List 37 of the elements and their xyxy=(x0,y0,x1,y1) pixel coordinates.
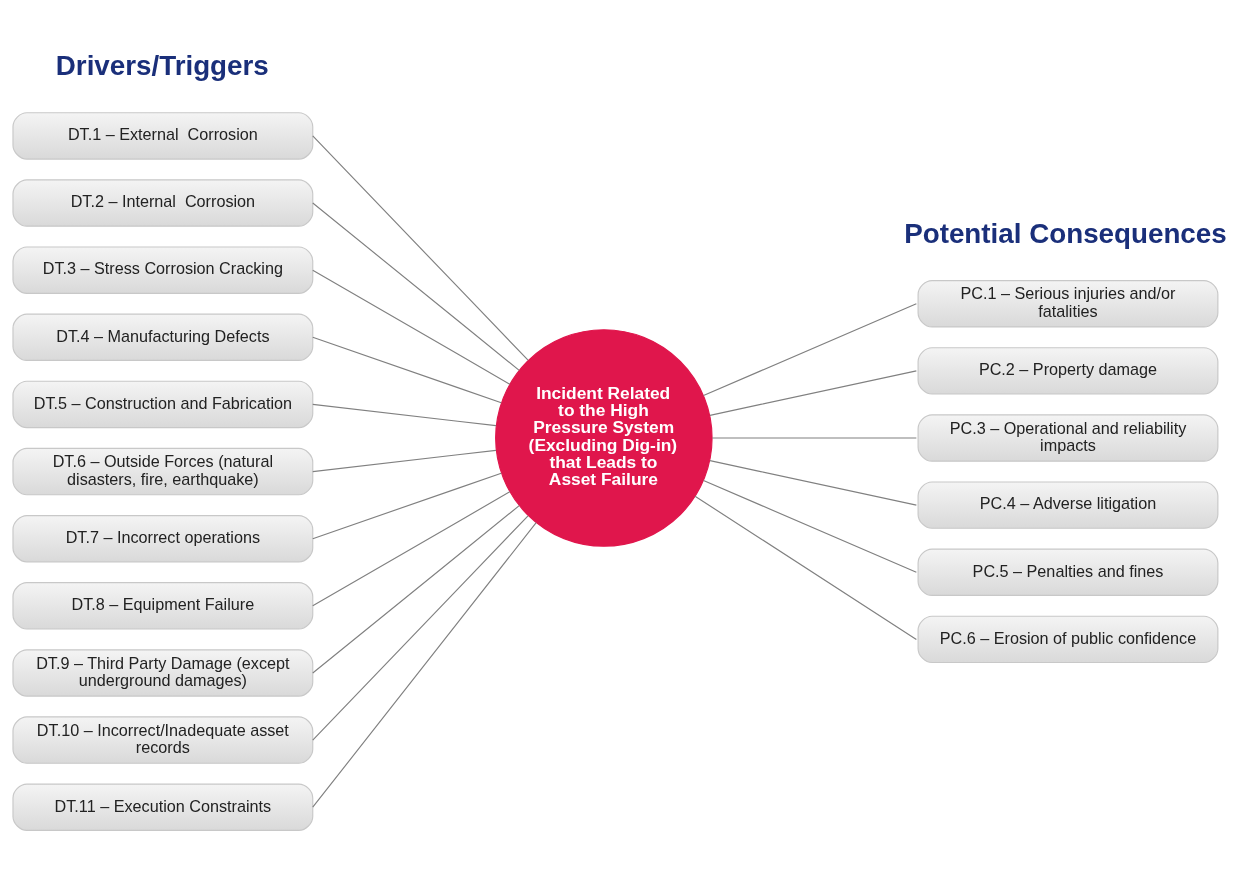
connector xyxy=(312,336,502,403)
connector xyxy=(694,495,917,640)
connector xyxy=(709,459,917,506)
connector xyxy=(312,134,529,361)
node-box: DT.10 – Incorrect/Inadequate asset records xyxy=(12,715,314,764)
node-box: PC.3 – Operational and reliability impacts xyxy=(917,413,1219,462)
node-box: DT.4 – Manufacturing Defects xyxy=(12,313,314,361)
connector xyxy=(312,201,520,371)
connector xyxy=(312,514,529,741)
connector xyxy=(711,436,917,439)
node-box: DT.6 – Outside Forces (natural disasters, fire, earthquake) xyxy=(12,447,314,495)
connector xyxy=(709,369,917,416)
node-box: PC.5 – Penalties and fines xyxy=(917,548,1219,596)
connector xyxy=(702,302,917,396)
label: Drivers/Triggers xyxy=(55,49,269,81)
node-box: DT.11 – Execution Constraints xyxy=(12,783,314,831)
node-box: DT.1 – External Corrosion xyxy=(12,111,314,160)
label: Potential Consequences xyxy=(904,217,1227,249)
connector xyxy=(312,490,511,606)
connector xyxy=(312,504,520,674)
connector xyxy=(312,449,497,472)
node-box: PC.4 – Adverse litigation xyxy=(917,480,1219,529)
node-box: DT.7 – Incorrect operations xyxy=(12,514,314,562)
connector xyxy=(312,403,497,426)
node-box: PC.1 – Serious injuries and/or fatalities xyxy=(917,279,1219,327)
connector xyxy=(312,269,511,385)
node-box: DT.8 – Equipment Failure xyxy=(12,581,314,630)
node-circle: Incident Related to the High Pressure System (Excluding Dig-in) that Leads to Asset Failure xyxy=(495,328,713,547)
node-box: PC.2 – Property damage xyxy=(917,346,1219,395)
node-box: PC.6 – Erosion of public confidence xyxy=(917,615,1219,663)
node-box: DT.2 – Internal Corrosion xyxy=(12,178,314,227)
connector xyxy=(312,521,537,808)
node-box: DT.3 – Stress Corrosion Cracking xyxy=(12,245,314,294)
node-box: DT.5 – Construction and Fabrication xyxy=(12,380,314,428)
connector xyxy=(312,472,502,539)
connector xyxy=(702,479,917,573)
node-box: DT.9 – Third Party Damage (except underground damages) xyxy=(12,648,314,697)
